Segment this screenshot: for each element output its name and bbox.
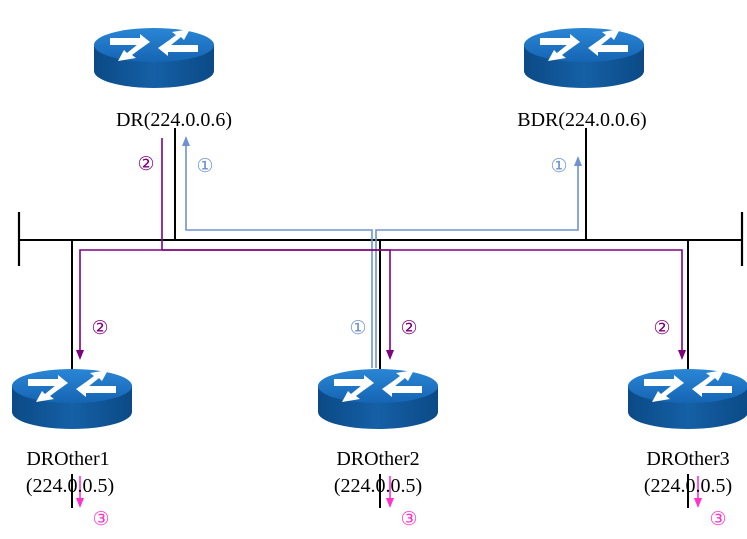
drother2-address: (224.0.0.5) [334, 475, 422, 497]
router-icon [94, 28, 214, 88]
router-drop-lines [71, 128, 689, 508]
step1-marker: ① [349, 318, 366, 339]
step1-marker: ① [196, 156, 213, 177]
drother1-address: (224.0.0.5) [26, 475, 114, 497]
step3-marker: ③ [709, 509, 726, 530]
router-icon [318, 369, 438, 429]
drother1-label: DROther1 [26, 448, 109, 470]
drother3-label: DROther3 [646, 448, 729, 470]
step2-marker: ② [400, 318, 417, 339]
step2-marker: ② [137, 154, 154, 175]
dr-label: DR(224.0.0.6) [116, 109, 232, 131]
step2-flow [79, 138, 683, 352]
step1-flow [185, 138, 579, 368]
step2-arrowheads [76, 350, 686, 360]
step3-marker: ③ [92, 509, 109, 530]
step2-marker: ② [653, 318, 670, 339]
step3-marker: ③ [400, 509, 417, 530]
step3-flow [79, 476, 699, 500]
router-icon [628, 369, 747, 429]
step1-arrowheads [182, 136, 582, 166]
step2-marker: ② [91, 318, 108, 339]
step1-marker: ① [550, 156, 567, 177]
bdr-label: BDR(224.0.0.6) [517, 109, 646, 131]
step3-arrowheads [76, 498, 702, 508]
router-icon [12, 369, 132, 429]
drother3-address: (224.0.0.5) [644, 475, 732, 497]
drother2-label: DROther2 [336, 448, 419, 470]
router-icon [524, 28, 644, 88]
